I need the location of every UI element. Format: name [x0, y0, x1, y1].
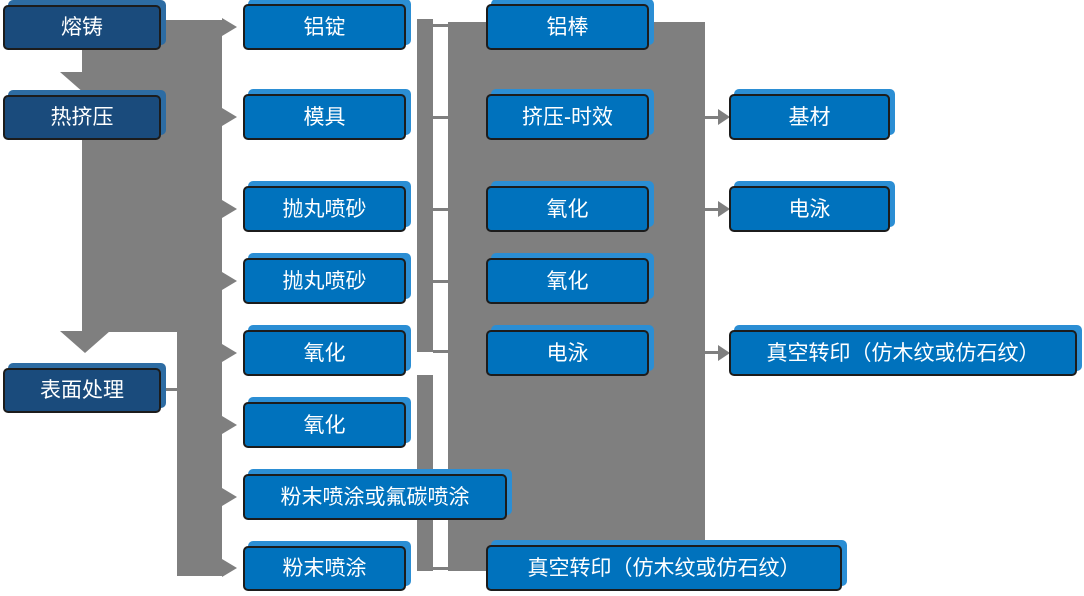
- node-surface-treat: 表面处理: [3, 368, 161, 413]
- node-powder-coating: 粉末喷涂: [243, 546, 406, 591]
- node-label: 氧化: [303, 413, 346, 437]
- node-label: 真空转印（仿木纹或仿石纹）: [766, 341, 1040, 365]
- right-arrow-icon: [222, 272, 237, 290]
- node-electrophoresis-c4: 电泳: [729, 186, 890, 232]
- connector-tie-line: [433, 24, 448, 27]
- node-oxidation-c3-1: 氧化: [486, 186, 649, 232]
- node-label: 粉末喷涂: [282, 557, 367, 580]
- node-label: 铝棒: [546, 15, 589, 39]
- connector-mid-bar-lower: [417, 375, 433, 571]
- node-label: 电泳: [546, 341, 589, 365]
- right-arrow-icon: [222, 18, 237, 36]
- node-oxidation-c2-1: 氧化: [243, 330, 406, 376]
- node-oxidation-c2-2: 氧化: [243, 402, 406, 448]
- node-shot-blast-2: 抛丸喷砂: [243, 258, 406, 304]
- node-al-ingot: 铝锭: [243, 4, 406, 50]
- right-arrow-icon: [222, 344, 237, 362]
- node-shot-blast-1: 抛丸喷砂: [243, 186, 406, 232]
- connector-arrow-shaft: [705, 116, 718, 119]
- connector-arrow-shaft: [705, 351, 718, 354]
- connector-surface-tie: [161, 388, 177, 391]
- node-powder-or-fluorocarbon: 粉末喷涂或氟碳喷涂: [243, 474, 507, 520]
- connector-mid-bar-upper: [417, 19, 433, 352]
- connector-tie-line: [433, 116, 448, 119]
- node-label: 抛丸喷砂: [282, 269, 367, 293]
- right-arrow-icon: [718, 345, 730, 361]
- node-oxidation-c3-2: 氧化: [486, 258, 649, 304]
- node-extrude-aging: 挤压-时效: [486, 94, 649, 140]
- node-electrophoresis-c3: 电泳: [486, 330, 649, 376]
- node-label: 电泳: [788, 197, 831, 221]
- node-label: 表面处理: [40, 379, 124, 402]
- connector-left-strip: [177, 20, 222, 576]
- node-label: 熔铸: [61, 16, 103, 39]
- node-label: 抛丸喷砂: [282, 197, 367, 221]
- right-arrow-icon: [718, 201, 730, 217]
- down-arrow-icon: [60, 331, 110, 353]
- node-label: 基材: [788, 105, 831, 129]
- node-hot-extrude: 热挤压: [3, 95, 161, 140]
- node-label: 氧化: [303, 341, 346, 365]
- node-label: 粉末喷涂或氟碳喷涂: [280, 485, 470, 509]
- node-label: 挤压-时效: [522, 105, 613, 129]
- node-label: 氧化: [546, 197, 589, 221]
- connector-tie-line: [433, 567, 448, 570]
- right-arrow-icon: [718, 109, 730, 125]
- node-al-rod: 铝棒: [486, 4, 649, 50]
- connector-tie-line: [433, 208, 448, 211]
- right-arrow-icon: [222, 488, 237, 506]
- connector-tie-line: [433, 280, 448, 283]
- right-arrow-icon: [222, 416, 237, 434]
- node-label: 热挤压: [50, 106, 114, 129]
- connector-arrow-shaft: [705, 208, 718, 211]
- right-arrow-icon: [222, 559, 237, 577]
- node-vacuum-transfer-c4: 真空转印（仿木纹或仿石纹）: [729, 330, 1077, 376]
- node-substrate: 基材: [729, 94, 890, 140]
- node-label: 铝锭: [303, 15, 346, 39]
- node-mold: 模具: [243, 94, 406, 140]
- right-arrow-icon: [222, 200, 237, 218]
- node-label: 真空转印（仿木纹或仿石纹）: [527, 556, 801, 580]
- node-melt: 熔铸: [3, 5, 161, 50]
- node-vacuum-transfer-c3: 真空转印（仿木纹或仿石纹）: [486, 545, 842, 591]
- connector-tie-line: [433, 350, 448, 353]
- right-arrow-icon: [222, 108, 237, 126]
- down-arrow-icon: [60, 72, 108, 93]
- node-label: 模具: [303, 105, 346, 129]
- node-label: 氧化: [546, 269, 589, 293]
